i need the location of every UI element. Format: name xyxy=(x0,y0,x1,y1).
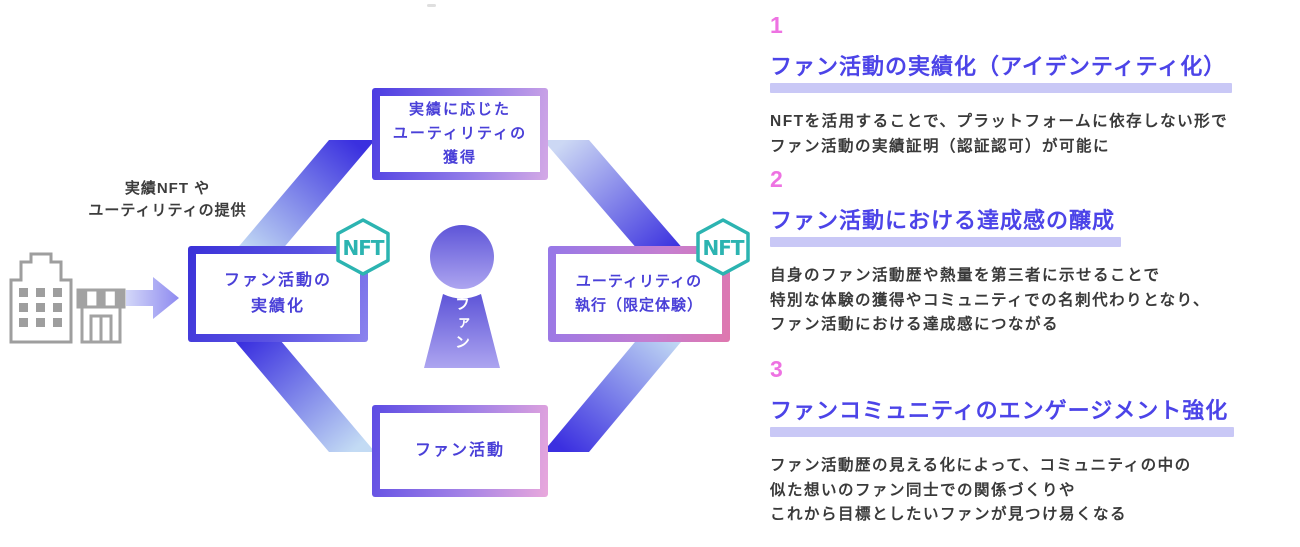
section-2-number: 2 xyxy=(770,166,783,192)
section-3-title: ファンコミュニティのエンゲージメント強化 xyxy=(770,398,1229,423)
building-icon xyxy=(9,252,73,344)
stray-mark xyxy=(427,4,436,7)
section-1-number: 1 xyxy=(770,12,783,38)
provider-label: 実績NFT や ユーティリティの提供 xyxy=(88,180,247,219)
explanation-panel: 1 ファン活動の実績化（アイデンティティ化） NFTを活用することで、プラットフ… xyxy=(770,0,1295,547)
connector-right-to-bottom xyxy=(543,330,691,452)
provider-icons xyxy=(9,252,126,344)
nft-badge-text: NFT xyxy=(702,236,744,260)
right-arrow-icon xyxy=(126,277,179,319)
section-3-heading: ファンコミュニティのエンゲージメント強化 xyxy=(770,398,1235,438)
section-2: 2 ファン活動における達成感の醸成 自身のファン活動歴や熱量を第三者に示せること… xyxy=(770,168,1295,338)
section-2-body: 自身のファン活動歴や熱量を第三者に示せることで 特別な体験の獲得やコミュニティで… xyxy=(770,267,1210,334)
nft-badge-icon: NFT xyxy=(336,218,390,276)
building-windows xyxy=(19,288,62,327)
store-icon xyxy=(76,288,126,344)
section-2-heading: ファン活動における達成感の醸成 xyxy=(770,208,1122,248)
section-1-heading: ファン活動の実績化（アイデンティティ化） xyxy=(770,54,1233,94)
section-3: 3 ファンコミュニティのエンゲージメント強化 ファン活動歴の見える化によって、コ… xyxy=(770,358,1295,528)
cycle-box-utility-exec-label: ユーティリティの 執行（限定体験） xyxy=(556,254,722,334)
connector-top-to-right xyxy=(543,140,691,258)
cycle-box-fan-activity-label: ファン活動 xyxy=(380,413,540,489)
section-3-number: 3 xyxy=(770,356,783,382)
section-3-underline xyxy=(770,427,1235,438)
cycle-box-utility-gain-label: 実績に応じた ユーティリティの 獲得 xyxy=(380,96,540,172)
fan-person-label: ファン xyxy=(453,296,470,353)
section-1-title: ファン活動の実績化（アイデンティティ化） xyxy=(770,54,1227,79)
cycle-box-fan-activity: ファン活動 xyxy=(372,405,548,497)
nft-badge-icon: NFT xyxy=(696,218,750,276)
cycle-box-fan-record-label: ファン活動の 実績化 xyxy=(196,254,360,334)
section-1-body: NFTを活用することで、プラットフォームに依存しない形で ファン活動の実績証明（… xyxy=(770,113,1229,155)
section-1-underline xyxy=(770,83,1233,94)
section-3-body: ファン活動歴の見える化によって、コミュニティの中の 似た想いのファン同士での関係… xyxy=(770,457,1192,524)
fan-person-icon xyxy=(424,225,500,368)
nft-badge-text: NFT xyxy=(342,236,384,260)
cycle-box-utility-gain: 実績に応じた ユーティリティの 獲得 xyxy=(372,88,548,180)
section-2-underline xyxy=(770,237,1122,248)
connector-bottom-to-left xyxy=(229,334,375,452)
section-1: 1 ファン活動の実績化（アイデンティティ化） NFTを活用することで、プラットフ… xyxy=(770,14,1295,159)
section-2-title: ファン活動における達成感の醸成 xyxy=(770,208,1116,233)
